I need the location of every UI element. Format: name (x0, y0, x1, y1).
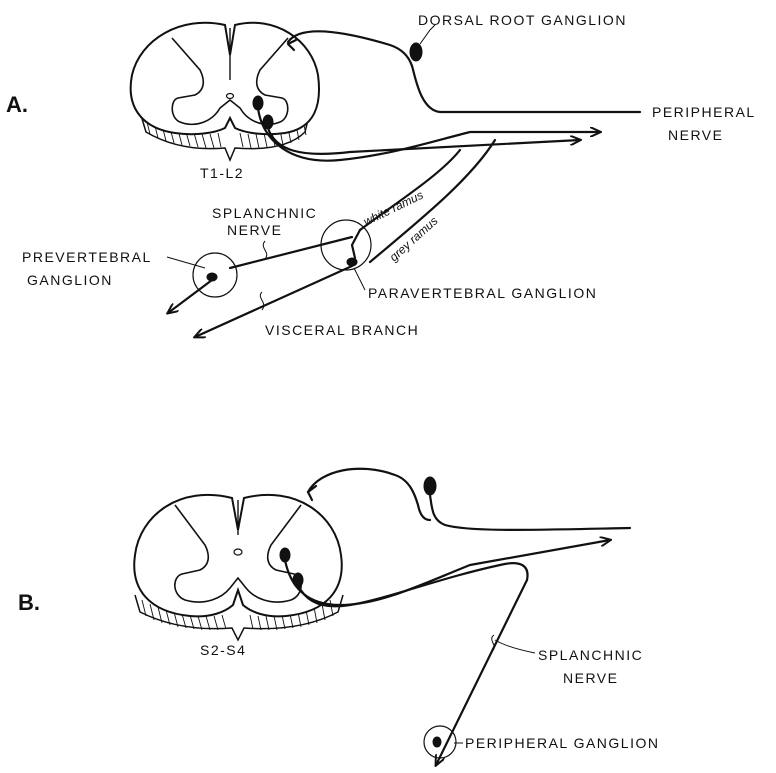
dorsal-root-ganglion-a (410, 43, 422, 61)
spinal-cord-section-b (134, 495, 343, 640)
panel-a-letter: A. (6, 92, 28, 117)
label-peripheral-2: NERVE (668, 127, 723, 143)
label-prevertebral-1: PREVERTEBRAL (22, 249, 152, 265)
label-segment-a: T1-L2 (200, 165, 244, 181)
paravertebral-ganglion-circle (321, 220, 371, 270)
panel-b: B. (18, 469, 659, 765)
label-peripheral-1: PERIPHERAL (652, 104, 756, 120)
peripheral-nerve-b (430, 495, 630, 530)
label-peripheral-ganglion: PERIPHERAL GANGLION (465, 735, 659, 751)
grey-ramus-fiber (370, 140, 495, 262)
label-paravertebral: PARAVERTEBRAL GANGLION (368, 285, 597, 301)
label-splanchnic-b-1: SPLANCHNIC (538, 647, 643, 663)
peripheral-ganglion-neuron (433, 737, 441, 747)
dorsal-root-fiber-b (308, 469, 430, 520)
dorsal-root-ganglion-b (424, 477, 436, 495)
label-splanchnic-2: NERVE (227, 222, 282, 238)
panel-b-letter: B. (18, 590, 40, 615)
label-prevertebral-2: GANGLION (27, 272, 113, 288)
paravertebral-neuron (347, 258, 357, 266)
splanchnic-nerve-a (230, 237, 352, 268)
label-splanchnic-1: SPLANCHNIC (212, 205, 317, 221)
label-splanchnic-b-2: NERVE (563, 670, 618, 686)
label-segment-b: S2-S4 (200, 642, 246, 658)
panel-a: A. (6, 12, 756, 338)
label-grey-ramus: grey ramus (387, 214, 441, 265)
peripheral-nerve-a (412, 66, 640, 112)
label-dorsal-root-ganglion: DORSAL ROOT GANGLION (418, 12, 627, 28)
label-visceral-branch: VISCERAL BRANCH (265, 322, 419, 338)
prevertebral-output (168, 280, 212, 313)
